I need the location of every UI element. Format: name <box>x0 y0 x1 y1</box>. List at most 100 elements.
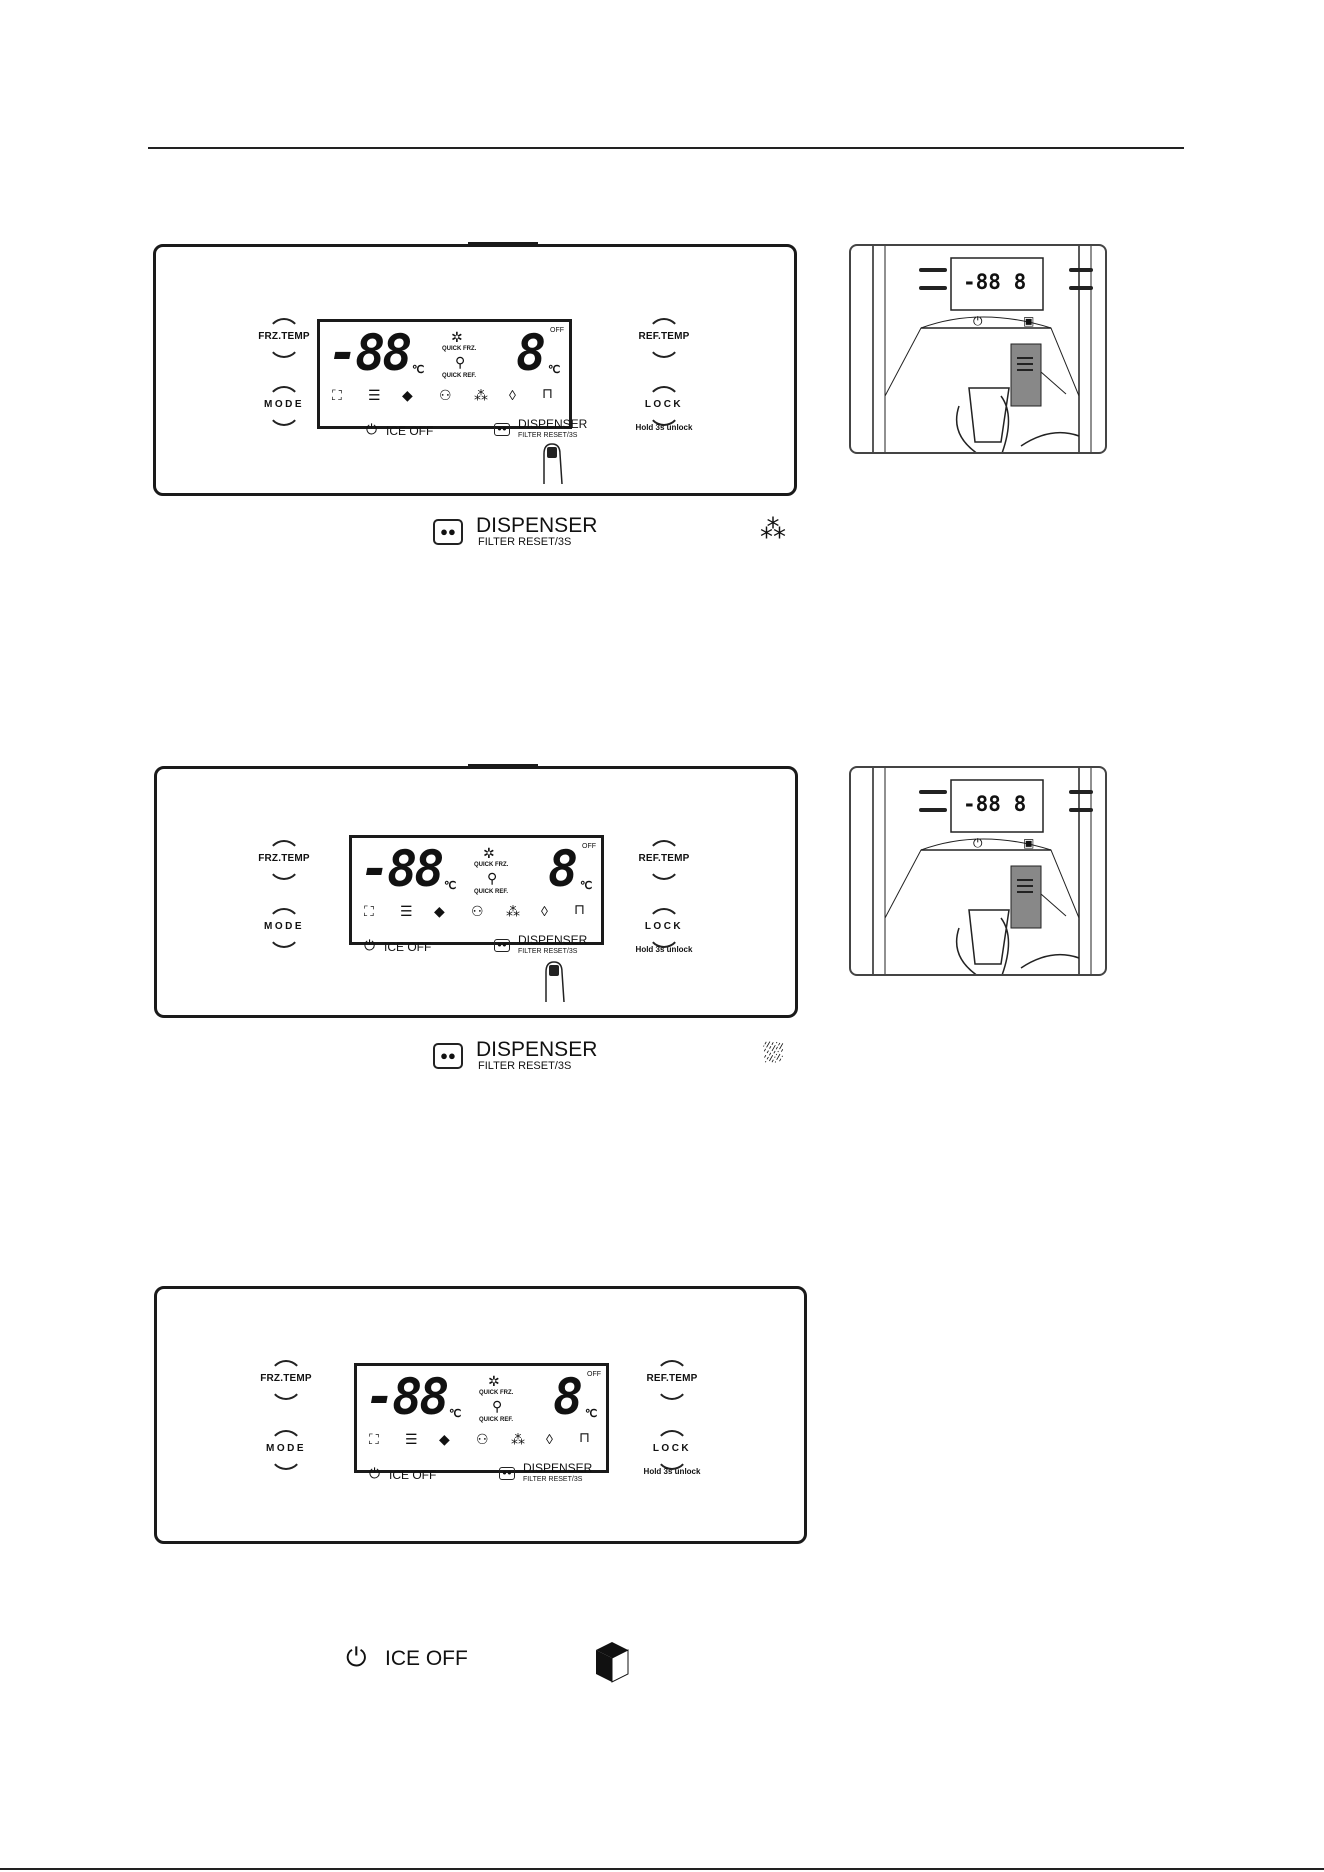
ref-temp-label: REF.TEMP <box>646 1373 698 1384</box>
power-icon: ⏻ <box>364 937 376 953</box>
ref-temp-label: REF.TEMP <box>638 331 690 342</box>
finger-press-icon <box>545 961 565 1002</box>
panel-1-bottom-tab <box>287 494 589 496</box>
unlock-icon: ⊓ <box>542 385 553 401</box>
crushed-ice-icon: ⁂ <box>511 1431 525 1447</box>
finger-press-icon <box>543 443 563 484</box>
ice-off-legend-label: ICE OFF <box>385 1647 468 1670</box>
dispenser-legend-label: DISPENSER <box>476 1038 598 1061</box>
fridge-temp-readout: 8 <box>516 324 546 382</box>
unlock-icon: ⊓ <box>574 901 585 917</box>
filter-reset-label: FILTER RESET/3S <box>518 948 578 955</box>
quick-frz-label: QUICK FRZ. <box>474 862 509 868</box>
ice-tray-icon: ⛶ <box>364 903 374 919</box>
off-label: OFF <box>582 843 596 850</box>
ice-cube-icon: ◆ <box>402 387 413 403</box>
dispenser-icon: ●● <box>494 939 510 952</box>
indicator-dash <box>919 268 947 272</box>
dispenser-illustration-2: -88 8 ⏻ ▣ <box>849 766 1107 976</box>
power-icon: ⏻ <box>346 1642 367 1672</box>
quick-ref-label: QUICK REF. <box>479 1417 514 1423</box>
dispenser-illustration-1: -88 8 ⏻ ▣ <box>849 244 1107 454</box>
filter-icon: ☰ <box>405 1431 418 1447</box>
frz-temp-label: FRZ.TEMP <box>260 1373 312 1384</box>
mode-button[interactable]: MODE <box>248 1430 324 1470</box>
frz-temp-label: FRZ.TEMP <box>258 853 310 864</box>
filter-reset-legend-label: FILTER RESET/3S <box>478 1060 572 1072</box>
dispenser-legend-label: DISPENSER <box>476 514 598 537</box>
lcd-display-3: -88 ℃ ✲ QUICK FRZ. ⚲ QUICK REF. 8 ℃ OFF … <box>354 1363 609 1473</box>
water-drops-icon: ▣ <box>1023 314 1035 328</box>
off-label: OFF <box>550 327 564 334</box>
filter-reset-label: FILTER RESET/3S <box>518 432 578 439</box>
water-glass-icon: ◊ <box>509 387 516 403</box>
freezer-temp-readout: -88 <box>360 840 444 898</box>
ice-off-label: ICE OFF <box>386 424 434 438</box>
panel-2-bottom-tab <box>287 1016 589 1018</box>
snowflake-icon: ✲ <box>451 329 463 345</box>
water-drops-icon: ⚇ <box>476 1431 489 1447</box>
ice-off-label: ICE OFF <box>384 940 432 954</box>
ref-temp-button[interactable]: REF.TEMP <box>634 1360 710 1400</box>
water-glass-icon: ◊ <box>546 1431 553 1447</box>
fridge-unit: ℃ <box>580 879 593 892</box>
indicator-dash <box>1069 286 1093 290</box>
ice-off-label: ICE OFF <box>389 1468 437 1482</box>
ice-cube-icon: ◆ <box>434 903 445 919</box>
thermometer-icon: ⚲ <box>492 1398 503 1414</box>
filter-icon: ☰ <box>368 387 381 403</box>
ref-temp-button[interactable]: REF.TEMP <box>626 318 702 358</box>
thermometer-icon: ⚲ <box>455 354 466 370</box>
filter-reset-legend-label: FILTER RESET/3S <box>478 536 572 548</box>
ref-temp-button[interactable]: REF.TEMP <box>626 840 702 880</box>
crushed-ice-icon: ⁂ <box>474 387 488 403</box>
freezer-temp-readout: -88 <box>328 324 412 382</box>
off-label: OFF <box>587 1371 601 1378</box>
fridge-temp-readout: 8 <box>548 840 578 898</box>
dispenser-legend-icon: ●● <box>433 519 463 545</box>
indicator-dash <box>919 286 947 290</box>
panel-1-top-tab <box>468 242 538 245</box>
quick-ref-label: QUICK REF. <box>442 373 477 379</box>
indicator-dash <box>919 790 947 794</box>
frz-temp-button[interactable]: FRZ.TEMP <box>246 840 322 880</box>
frz-temp-label: FRZ.TEMP <box>258 331 310 342</box>
water-drops-icon: ▣ <box>1023 836 1035 850</box>
lock-button[interactable]: LOCK <box>626 908 702 948</box>
lcd-display-1: -88 ℃ ✲ QUICK FRZ. ⚲ QUICK REF. 8 ℃ OFF … <box>317 319 572 429</box>
mode-label: MODE <box>264 399 304 410</box>
frz-temp-button[interactable]: FRZ.TEMP <box>246 318 322 358</box>
quick-frz-label: QUICK FRZ. <box>442 346 477 352</box>
dispenser-label: DISPENSER <box>523 1461 593 1475</box>
top-rule <box>148 147 1184 149</box>
hold-unlock-note: Hold 3s unlock <box>635 945 693 954</box>
lock-label: LOCK <box>652 1443 692 1454</box>
mode-button[interactable]: MODE <box>246 386 322 426</box>
mode-button[interactable]: MODE <box>246 908 322 948</box>
lcd-display-2: -88 ℃ ✲ QUICK FRZ. ⚲ QUICK REF. 8 ℃ OFF … <box>349 835 604 945</box>
indicator-dash <box>919 808 947 812</box>
lock-button[interactable]: LOCK <box>626 386 702 426</box>
fridge-unit: ℃ <box>548 363 561 376</box>
ice-tray-icon: ⛶ <box>332 387 342 403</box>
bottom-rule <box>0 1868 1324 1870</box>
power-icon: ⏻ <box>366 421 378 437</box>
ice-tray-icon: ⛶ <box>369 1431 379 1447</box>
water-drops-icon: ⚇ <box>439 387 452 403</box>
ice-cubes-icon: ⛆ <box>763 1038 784 1068</box>
power-icon: ⏻ <box>973 314 983 328</box>
quick-ref-label: QUICK REF. <box>474 889 509 895</box>
filter-icon: ☰ <box>400 903 413 919</box>
ice-cube-icon: ◆ <box>439 1431 450 1447</box>
dispenser-readout: -88 8 <box>963 270 1027 294</box>
frz-temp-button[interactable]: FRZ.TEMP <box>248 1360 324 1400</box>
snowflake-icon: ✲ <box>483 845 495 861</box>
lock-button[interactable]: LOCK <box>634 1430 710 1470</box>
water-glass-icon: ◊ <box>541 903 548 919</box>
dispenser-readout: -88 8 <box>963 792 1027 816</box>
freezer-unit: ℃ <box>444 879 457 892</box>
indicator-dash <box>1069 808 1093 812</box>
indicator-dash <box>1069 790 1093 794</box>
dispenser-icon: ●● <box>494 423 510 436</box>
crushed-ice-icon: ⁂ <box>506 903 520 919</box>
